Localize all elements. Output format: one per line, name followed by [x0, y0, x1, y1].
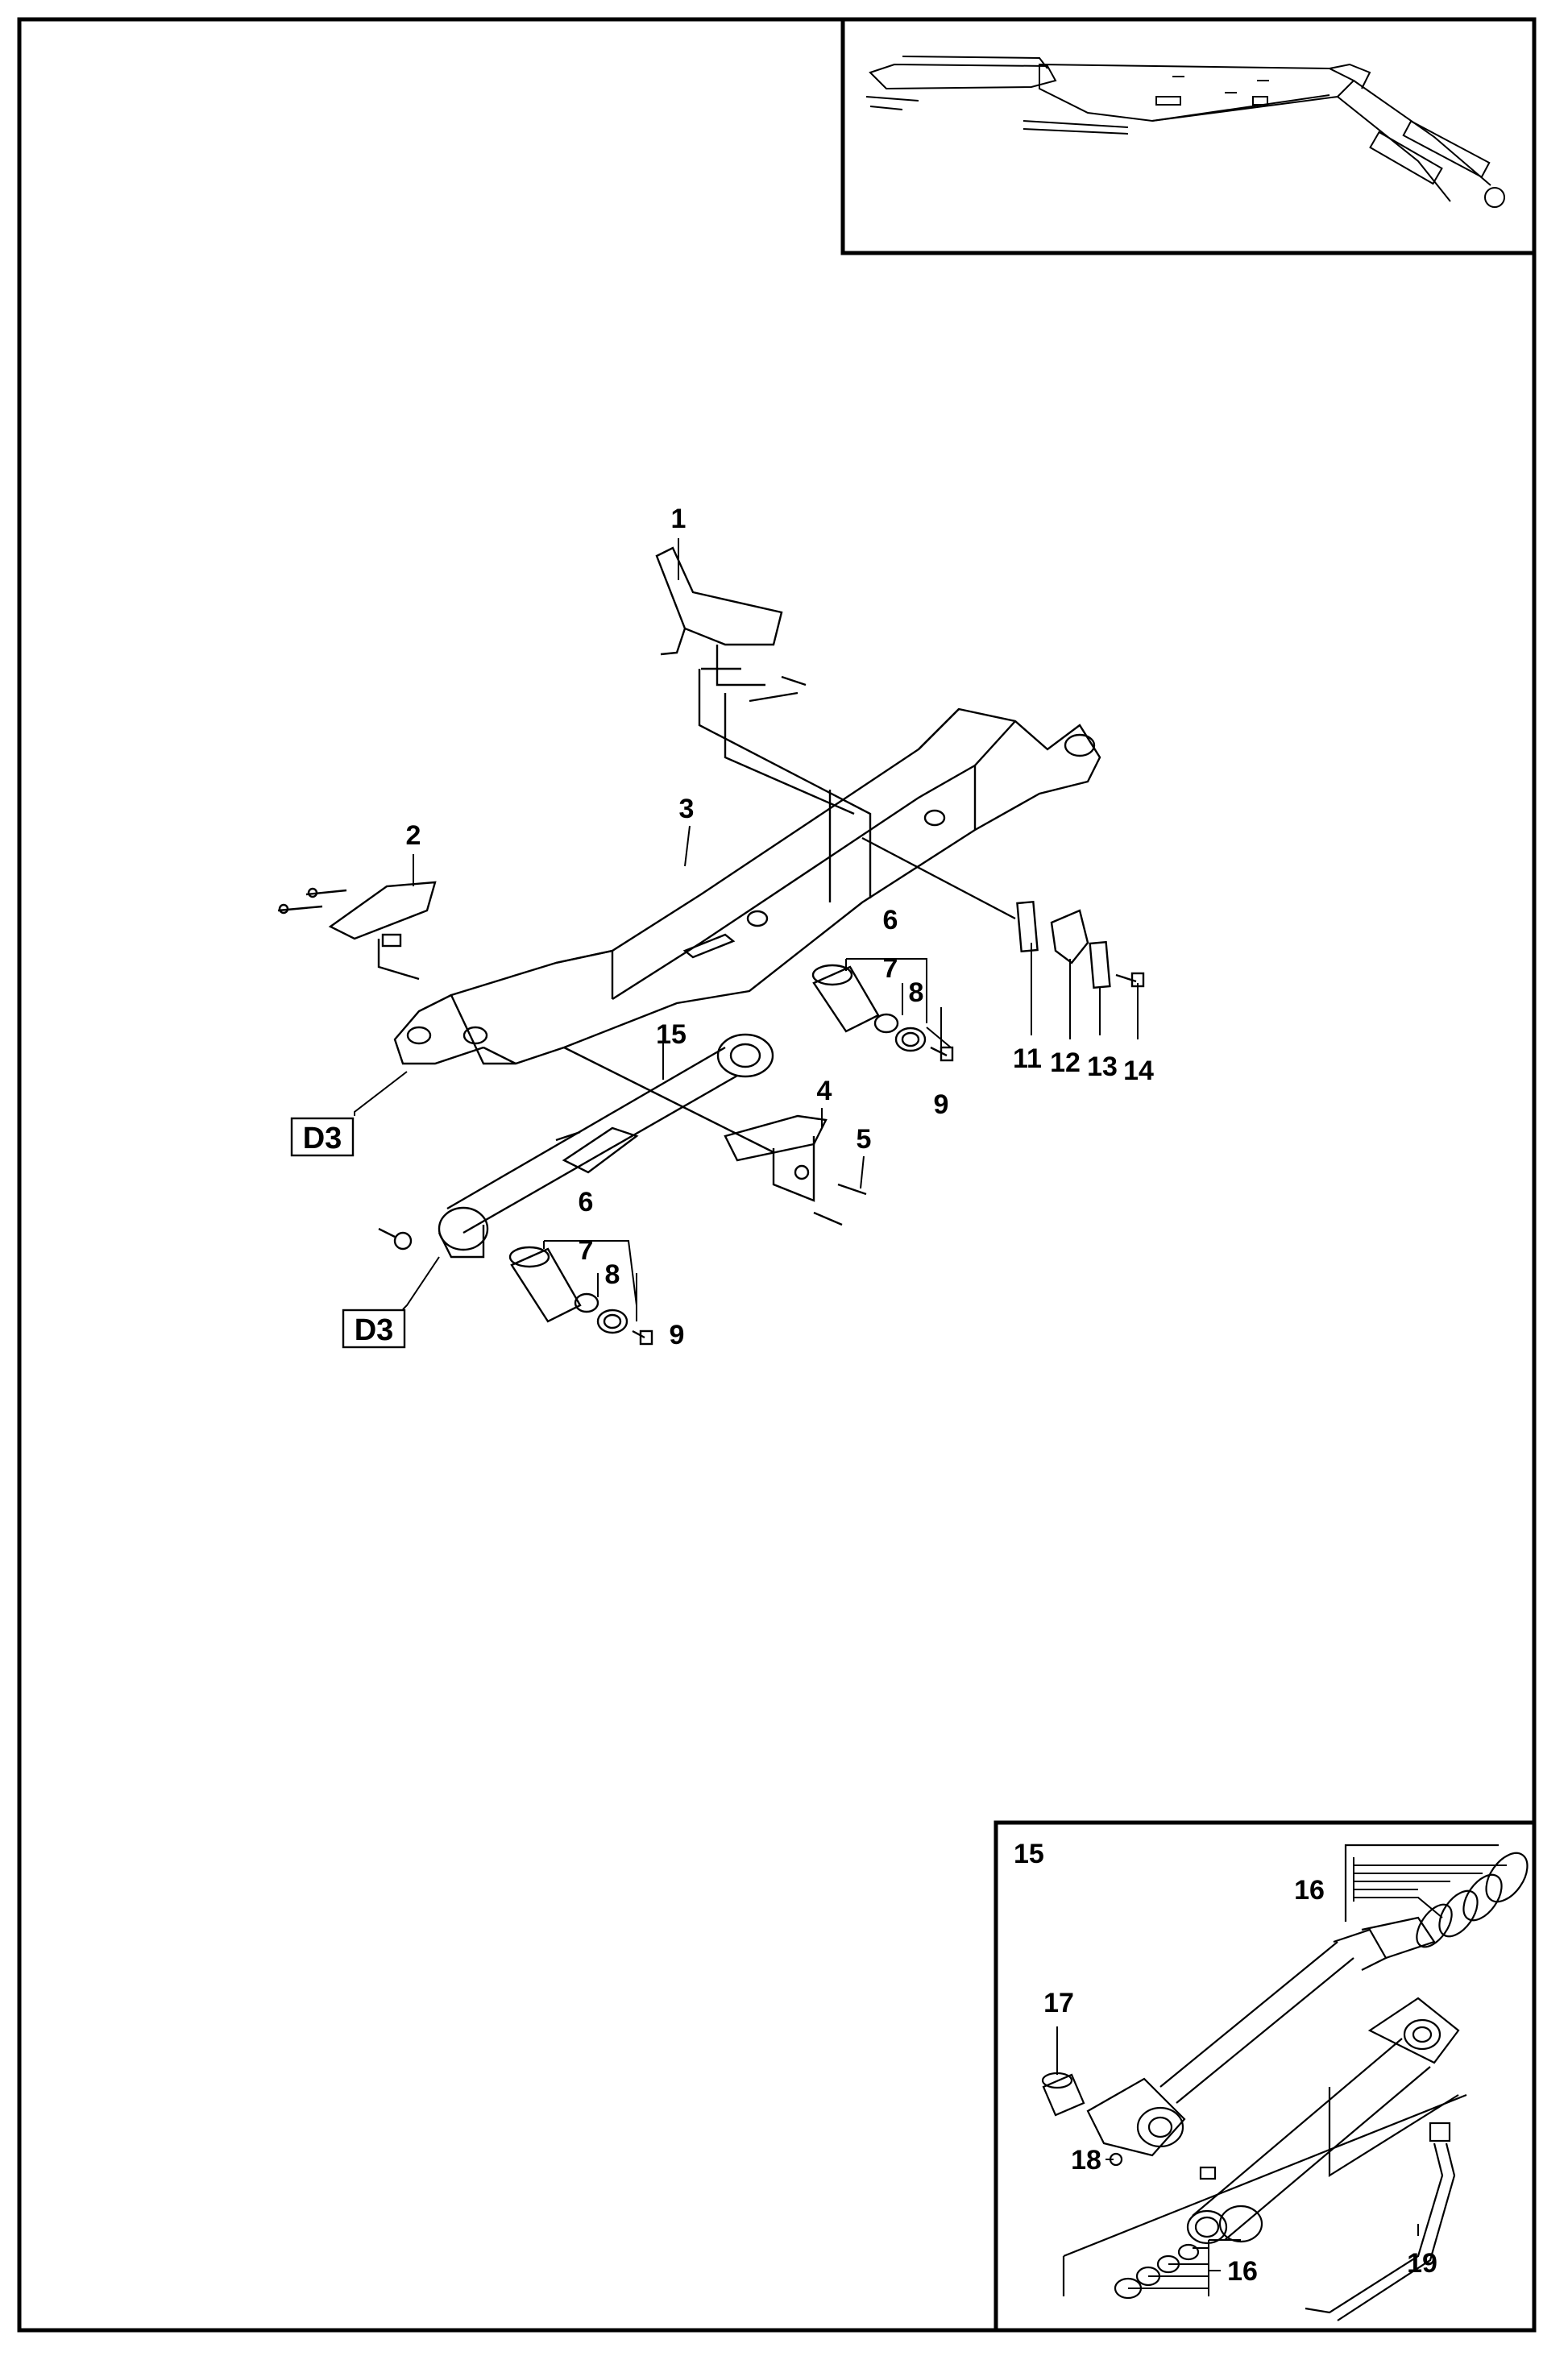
cylinder-main-view — [378, 1033, 774, 1259]
callout-18: 18 — [1071, 2145, 1101, 2176]
callout-16: 16 — [1294, 1875, 1325, 1906]
pin-stack-lower — [508, 1246, 653, 1346]
reference-box-d3-lower: D3 — [342, 1309, 406, 1349]
cylinder-detail-panel: 15 — [993, 1820, 1537, 2333]
callout-8: 8 — [909, 977, 924, 1008]
reference-label: D3 — [355, 1313, 394, 1347]
callout-13: 13 — [1087, 1051, 1118, 1082]
callout-8: 8 — [605, 1259, 620, 1290]
callout-9: 9 — [670, 1320, 685, 1350]
detail-panel-title: 15 — [1014, 1839, 1044, 1869]
callout-4: 4 — [817, 1076, 832, 1106]
leader-lines-main — [354, 538, 1139, 1321]
callouts-main: 1 2 3 4 5 6 7 8 9 6 7 8 9 11 12 13 14 15 — [406, 504, 1154, 1350]
overview-inset — [840, 17, 1537, 255]
reference-label: D3 — [303, 1122, 342, 1155]
callout-5: 5 — [857, 1124, 872, 1155]
reference-box-d3-upper: D3 — [290, 1117, 355, 1157]
page-frame — [17, 17, 1537, 2333]
callout-3: 3 — [679, 794, 695, 824]
part-1-bracket — [655, 546, 872, 898]
callout-12: 12 — [1050, 1047, 1081, 1078]
callouts-detail: 16 17 18 16 19 — [1043, 1875, 1437, 2287]
callout-7: 7 — [579, 1235, 594, 1266]
callout-15: 15 — [656, 1019, 687, 1050]
callout-6: 6 — [883, 905, 898, 935]
callout-16: 16 — [1227, 2256, 1258, 2287]
clamp-assembly — [861, 836, 1145, 989]
callout-1: 1 — [671, 504, 687, 534]
callout-11: 11 — [1013, 1043, 1042, 1074]
callout-9: 9 — [934, 1089, 949, 1120]
part-4-bracket — [563, 1046, 867, 1226]
callout-14: 14 — [1123, 1056, 1154, 1086]
callout-17: 17 — [1043, 1988, 1074, 2018]
callout-19: 19 — [1407, 2248, 1437, 2279]
boom-beam — [393, 707, 1101, 1065]
main-exploded-view — [277, 538, 1145, 1346]
part-2-bracket — [277, 881, 437, 981]
callout-7: 7 — [883, 953, 898, 984]
callout-2: 2 — [406, 820, 421, 851]
callout-6: 6 — [579, 1187, 594, 1217]
pin-stack-upper — [811, 964, 954, 1062]
